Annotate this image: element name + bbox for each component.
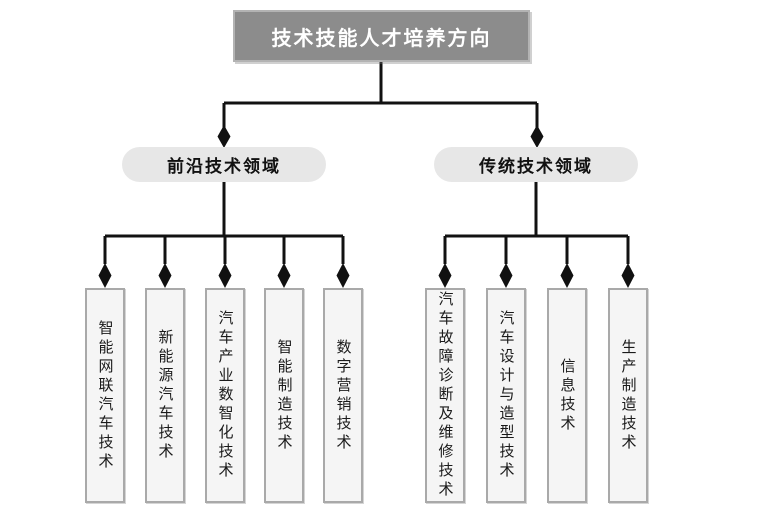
leaf-label: 智能网联汽车技术 (96, 319, 114, 472)
diamond-arrow (158, 263, 172, 288)
leaf-label: 信息技术 (558, 357, 576, 434)
diamond-arrow (621, 263, 635, 288)
diamond-arrow (217, 125, 231, 148)
diamond-arrow (277, 263, 291, 288)
leaf-node-new-energy-vehicle: 新能源汽车技术 (145, 288, 185, 503)
diamond-arrow (438, 263, 452, 288)
leaf-node-production-manufacturing: 生产制造技术 (608, 288, 648, 503)
branch-label: 前沿技术领域 (167, 157, 281, 176)
diamond-arrow (336, 263, 350, 288)
leaf-node-intelligent-manufacturing: 智能制造技术 (264, 288, 304, 503)
leaf-label: 智能制造技术 (275, 338, 293, 453)
branch-label: 传统技术领域 (479, 157, 593, 176)
leaf-node-auto-design-styling: 汽车设计与造型技术 (486, 288, 526, 503)
leaf-node-information-technology: 信息技术 (547, 288, 587, 503)
leaf-label: 新能源汽车技术 (156, 329, 174, 462)
leaf-node-auto-industry-digitalization: 汽车产业数智化技术 (205, 288, 245, 503)
leaf-node-digital-marketing: 数字营销技术 (323, 288, 363, 503)
root-label: 技术技能人才培养方向 (271, 27, 492, 50)
leaf-node-auto-fault-diagnosis-repair: 汽车故障诊断及维修技术 (425, 288, 465, 503)
leaf-node-intelligent-connected-vehicle: 智能网联汽车技术 (85, 288, 125, 503)
diamond-arrow (218, 263, 232, 288)
diamond-arrow (98, 263, 112, 288)
diamond-arrow (530, 125, 544, 148)
leaf-label: 汽车设计与造型技术 (497, 310, 515, 481)
leaf-label: 数字营销技术 (334, 338, 352, 453)
branch-node-traditional-tech: 传统技术领域 (434, 147, 638, 182)
diamond-arrow (560, 263, 574, 288)
root-node: 技术技能人才培养方向 (233, 10, 530, 62)
branch-node-frontier-tech: 前沿技术领域 (122, 147, 326, 182)
diamond-arrow (499, 263, 513, 288)
leaf-label: 生产制造技术 (619, 338, 637, 453)
leaf-label: 汽车产业数智化技术 (216, 310, 234, 481)
leaf-label: 汽车故障诊断及维修技术 (436, 291, 454, 500)
